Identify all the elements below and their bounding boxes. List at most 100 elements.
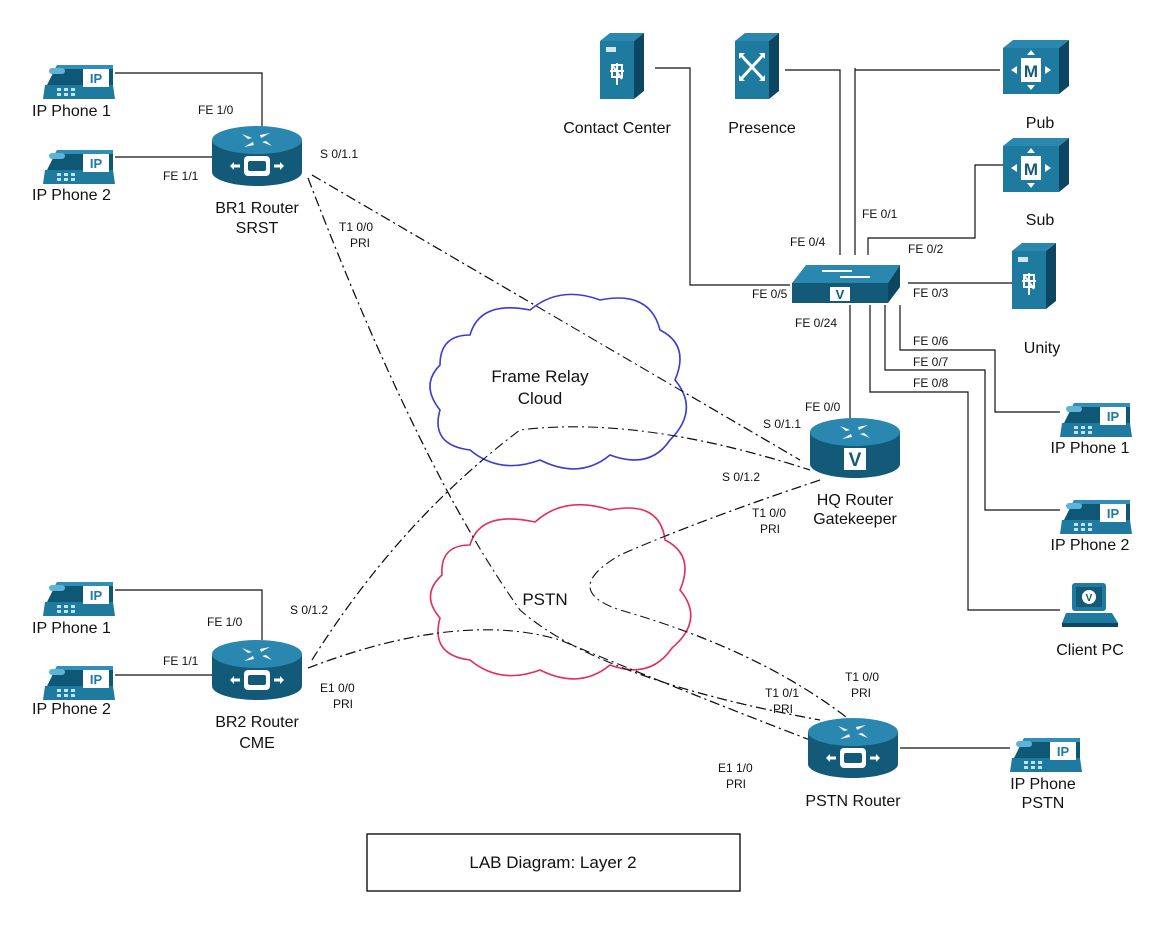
port-label: FE 0/0 [805, 400, 841, 414]
port-label: PRI [726, 777, 746, 791]
sub-label: Sub [1026, 212, 1055, 229]
br2-phone1-label: IP Phone 1 [32, 620, 111, 637]
hq-phone1-label: IP Phone 1 [1051, 440, 1130, 457]
client-pc: Client PC [1056, 583, 1124, 659]
hq-label-1: HQ Router [817, 492, 894, 509]
port-label: FE 0/7 [913, 355, 949, 369]
port-label: FE 0/4 [790, 235, 826, 249]
port-label: T1 0/1 [765, 686, 799, 700]
sub-server: Sub [1003, 138, 1069, 229]
port-label: FE 0/6 [913, 334, 949, 348]
port-label: T1 0/0 [845, 670, 879, 684]
wan-links-overlay [307, 174, 851, 741]
callmanager-icon [1003, 138, 1069, 192]
pstn-label: PSTN [522, 590, 567, 609]
ip-phone-icon [43, 65, 115, 99]
port-label: FE 0/8 [913, 376, 949, 390]
pstn-router: PSTN Router [805, 716, 901, 810]
server-icon [1011, 242, 1057, 310]
hq-phone2: IP Phone 2 [1051, 500, 1132, 554]
port-label: FE 1/1 [163, 654, 199, 668]
ip-phone-icon [1060, 403, 1132, 437]
presence-label: Presence [728, 120, 796, 137]
link-br1-phone1 [115, 72, 263, 140]
br1-router: BR1 Router SRST [210, 124, 304, 237]
diagram-caption: LAB Diagram: Layer 2 [469, 853, 636, 872]
caption-box: LAB Diagram: Layer 2 [366, 833, 741, 892]
frame-relay-cloud: Frame Relay Cloud [429, 293, 688, 470]
port-labels: FE 1/0 FE 1/1 S 0/1.1 T1 0/0 PRI FE 1/0 … [163, 103, 949, 791]
contact-center-label: Contact Center [563, 120, 671, 137]
ip-phone-icon [1010, 738, 1082, 772]
voice-switch [791, 264, 901, 304]
port-label: E1 1/0 [718, 761, 753, 775]
ip-phone-icon [1060, 500, 1132, 534]
port-label: S 0/1.2 [290, 603, 328, 617]
hq-label-2: Gatekeeper [813, 511, 897, 528]
unity-server: Unity [1011, 242, 1060, 357]
br1-phone2-label: IP Phone 2 [32, 187, 111, 204]
hq-phone2-label: IP Phone 2 [1051, 537, 1130, 554]
pc-icon [1062, 583, 1118, 627]
br1-label-2: SRST [236, 220, 279, 237]
port-label: FE 0/5 [752, 287, 788, 301]
br1-phone1: IP Phone 1 [32, 65, 115, 120]
contact-center: Contact Center [563, 32, 671, 137]
presence-server: Presence [728, 31, 796, 137]
unity-label: Unity [1024, 340, 1060, 357]
cme-router-icon [210, 638, 304, 702]
ip-phone-icon [43, 150, 115, 184]
ip-phone-icon [43, 666, 115, 700]
br1-phone2: IP Phone 2 [32, 150, 115, 204]
pstn-cloud: PSTN [429, 503, 692, 680]
pstn-router-label: PSTN Router [805, 793, 901, 810]
link-hq-phone1 [899, 305, 1060, 413]
pub-server: Pub [1003, 40, 1069, 132]
br2-label-2: CME [239, 735, 275, 752]
port-label: PRI [333, 697, 353, 711]
br2-phone2: IP Phone 2 [32, 666, 115, 718]
port-label: FE 0/24 [795, 316, 837, 330]
port-label: T1 0/0 [339, 220, 373, 234]
port-label: S 0/1.1 [320, 147, 358, 161]
srst-router-icon [210, 124, 304, 188]
link-hq-phone2 [884, 305, 1060, 511]
port-label: FE 1/0 [207, 615, 243, 629]
br2-phone1: IP Phone 1 [32, 582, 115, 637]
pub-label: Pub [1026, 115, 1055, 132]
link-client-pc [869, 305, 1060, 611]
link-br2-phone1 [115, 589, 263, 640]
port-label: FE 1/1 [163, 169, 199, 183]
link-sub [867, 164, 1003, 255]
frame-relay-label-1: Frame Relay [491, 367, 589, 386]
voice-switch-icon [791, 264, 901, 304]
br2-label-1: BR2 Router [215, 714, 299, 731]
presence-server-icon [733, 31, 781, 101]
br2-router: BR2 Router CME [210, 638, 304, 752]
ip-phone-icon [43, 582, 115, 616]
pstn-phone-label-2: PSTN [1022, 795, 1065, 812]
port-label: PRI [760, 522, 780, 536]
port-label: S 0/1.1 [763, 417, 801, 431]
callmanager-icon [1003, 40, 1069, 94]
br2-phone2-label: IP Phone 2 [32, 701, 111, 718]
srst-router-icon [806, 716, 900, 780]
hq-phone1: IP Phone 1 [1051, 403, 1132, 457]
pstn-phone-label-1: IP Phone [1010, 776, 1076, 793]
client-pc-label: Client PC [1056, 642, 1124, 659]
server-icon [599, 32, 645, 100]
port-label: FE 0/3 [913, 286, 949, 300]
br1-label-1: BR1 Router [215, 200, 299, 217]
link-presence [785, 69, 841, 255]
port-label: S 0/1.2 [722, 470, 760, 484]
port-label: PRI [773, 702, 793, 716]
frame-relay-label-2: Cloud [518, 389, 562, 408]
port-label: PRI [851, 686, 871, 700]
port-label: T1 0/0 [752, 506, 786, 520]
port-label: PRI [350, 236, 370, 250]
port-label: FE 0/1 [862, 207, 898, 221]
links [115, 67, 1060, 749]
link-contact-center [655, 67, 790, 286]
